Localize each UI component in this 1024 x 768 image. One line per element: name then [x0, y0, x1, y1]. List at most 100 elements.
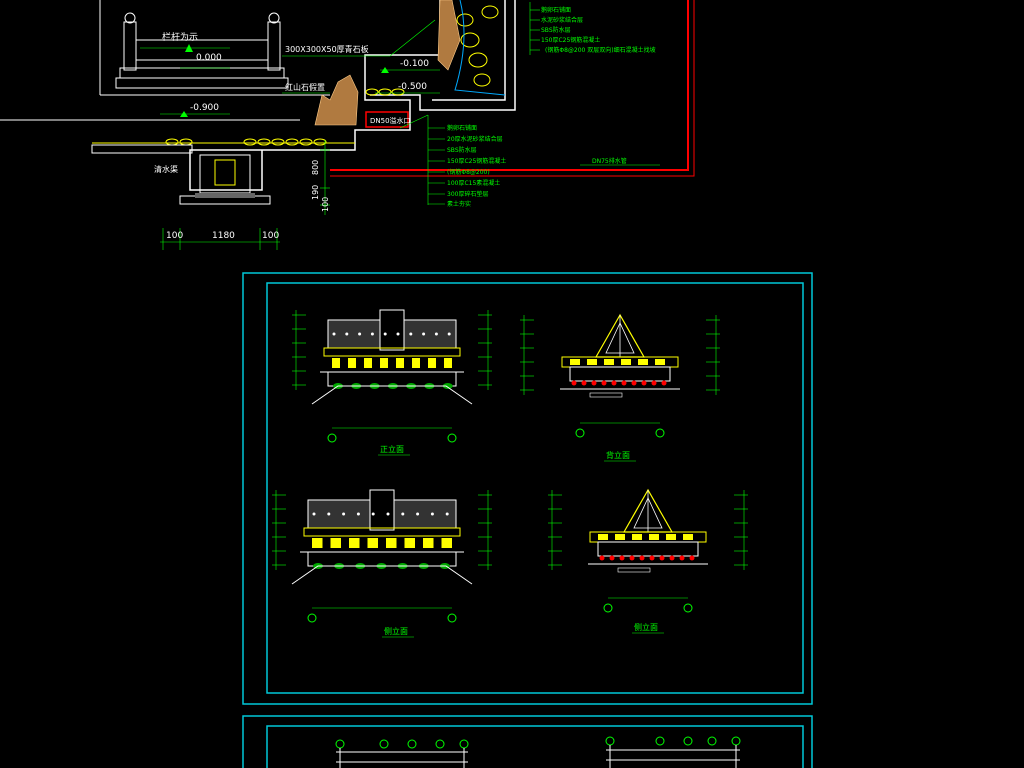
- window-panel: [349, 538, 360, 548]
- elev-top: 0.000: [196, 53, 222, 63]
- window-panel: [444, 358, 452, 368]
- flower: [639, 555, 645, 561]
- flower: [631, 380, 637, 386]
- flower: [609, 555, 615, 561]
- sheet2-outer-frame: [242, 715, 813, 768]
- axis-marker: [307, 613, 317, 623]
- axis-marker: [603, 603, 613, 613]
- level-tag: [589, 392, 623, 398]
- center-tower: [369, 489, 395, 531]
- base-wall: [597, 541, 699, 557]
- label-paving: 300X300X50厚青石板: [285, 44, 369, 54]
- layer-leader-connector: [399, 114, 429, 129]
- window-panel: [587, 359, 597, 365]
- axis-marker: [327, 433, 337, 443]
- flower: [669, 555, 675, 561]
- roof-tile-dot: [416, 512, 420, 516]
- window-panel: [604, 359, 614, 365]
- layer-lower-5: (钢筋Φ8@200): [447, 168, 490, 176]
- dim-bottom-1: 100: [166, 231, 183, 241]
- flower: [621, 380, 627, 386]
- red-boundary-inner: [330, 0, 695, 177]
- view-caption: 侧立面: [384, 626, 408, 636]
- dim-bottom-2: 1180: [212, 231, 235, 241]
- window-panel: [386, 538, 397, 548]
- flower: [649, 555, 655, 561]
- balustrade: [115, 12, 289, 89]
- ground-slope: [291, 565, 473, 585]
- eave-band: [323, 347, 461, 357]
- layer-notes-lower-text: 鹅卵石铺面 20厚水泥砂浆结合层 SBS防水层 150厚C25钢筋混凝土 (钢筋…: [447, 124, 506, 208]
- roof-tile-dot: [356, 512, 360, 516]
- roof-tile-dot: [358, 332, 362, 336]
- layer-lower-1: 鹅卵石铺面: [447, 124, 477, 132]
- eave-band: [303, 527, 461, 537]
- sheet-outer-frame: [242, 272, 813, 705]
- base-wall: [569, 366, 671, 382]
- dim-800: 800: [311, 160, 320, 175]
- flower: [601, 380, 607, 386]
- sheet2-inner-frame: [266, 725, 804, 768]
- window-panel: [348, 358, 356, 368]
- elev-m01: -0.100: [400, 59, 429, 69]
- layer-notes-upper: [529, 2, 540, 55]
- layer-upper-1: 鹅卵石铺面: [541, 6, 571, 14]
- roof-tile-dot: [383, 332, 387, 336]
- roof-tile-dot: [386, 512, 390, 516]
- roof-tile-dot: [332, 332, 336, 336]
- sheet-inner-frame: [266, 282, 804, 694]
- flower: [599, 555, 605, 561]
- partial-plans: [335, 736, 741, 768]
- layer-lower-6: 100厚C15素混凝土: [447, 179, 500, 187]
- elevation-view-2: 侧立面: [272, 489, 492, 638]
- elevation-view-3: 背立面: [520, 313, 720, 462]
- layer-lower-3: SBS防水层: [447, 146, 477, 154]
- label-clearwater: 清水渠: [154, 164, 178, 174]
- window-panel: [638, 359, 648, 365]
- layer-lower-4: 150厚C25钢筋混凝土: [447, 157, 506, 165]
- pipe-box: [365, 111, 409, 128]
- label-rockery: 红山石假置: [285, 82, 325, 92]
- pool-wall: [189, 0, 516, 191]
- elevation-view-1: 正立面: [292, 309, 492, 456]
- axis-marker: [447, 613, 457, 623]
- window-panel: [655, 359, 665, 365]
- axis-marker: [575, 428, 585, 438]
- flower: [591, 380, 597, 386]
- layer-notes-upper-text: 鹅卵石铺面 水泥砂浆结合层 SBS防水层 150厚C25钢筋混凝土 (钢筋Φ8@…: [541, 6, 656, 54]
- elev-m09: -0.900: [190, 103, 219, 113]
- layer-upper-2: 水泥砂浆结合层: [541, 16, 583, 24]
- window-panel: [441, 538, 452, 548]
- pipe-box-label: DN50溢水口: [370, 116, 411, 125]
- layer-lower-8: 素土夯实: [447, 200, 471, 208]
- layer-lower-7: 300厚碎石垫层: [447, 190, 488, 198]
- plan-left: [335, 739, 469, 768]
- roof-tile-dot: [312, 512, 316, 516]
- flower: [611, 380, 617, 386]
- pool-section-detail: DN50溢水口 DN75排水管 栏杆为示 0.000 300X300X50厚青石…: [0, 0, 695, 250]
- window-panel: [621, 359, 631, 365]
- window-panel: [649, 534, 659, 540]
- roof-tile-dot: [447, 332, 451, 336]
- roof-tile-dot: [401, 512, 405, 516]
- view-caption: 侧立面: [634, 622, 658, 632]
- layer-upper-3: SBS防水层: [541, 26, 571, 34]
- ground-slope: [311, 385, 473, 405]
- paving-strip: [91, 144, 193, 154]
- cobble-stones: [165, 5, 499, 146]
- layer-upper-4: 150厚C25钢筋混凝土: [541, 36, 600, 44]
- roof-tile-dot: [396, 332, 400, 336]
- layer-notes-lower: [427, 115, 445, 205]
- view-caption: 背立面: [606, 450, 630, 460]
- window-panel: [330, 538, 341, 548]
- window-panel: [404, 538, 415, 548]
- layer-lower-2: 20厚水泥砂浆结合层: [447, 135, 503, 143]
- layer-upper-5: (钢筋Φ8@200 双层双向)细石混凝土找坡: [545, 46, 656, 54]
- window-panel: [683, 534, 693, 540]
- flower: [689, 555, 695, 561]
- roof-tile-dot: [371, 512, 375, 516]
- roof-tile-dot: [409, 332, 413, 336]
- dim-100: 100: [321, 197, 330, 212]
